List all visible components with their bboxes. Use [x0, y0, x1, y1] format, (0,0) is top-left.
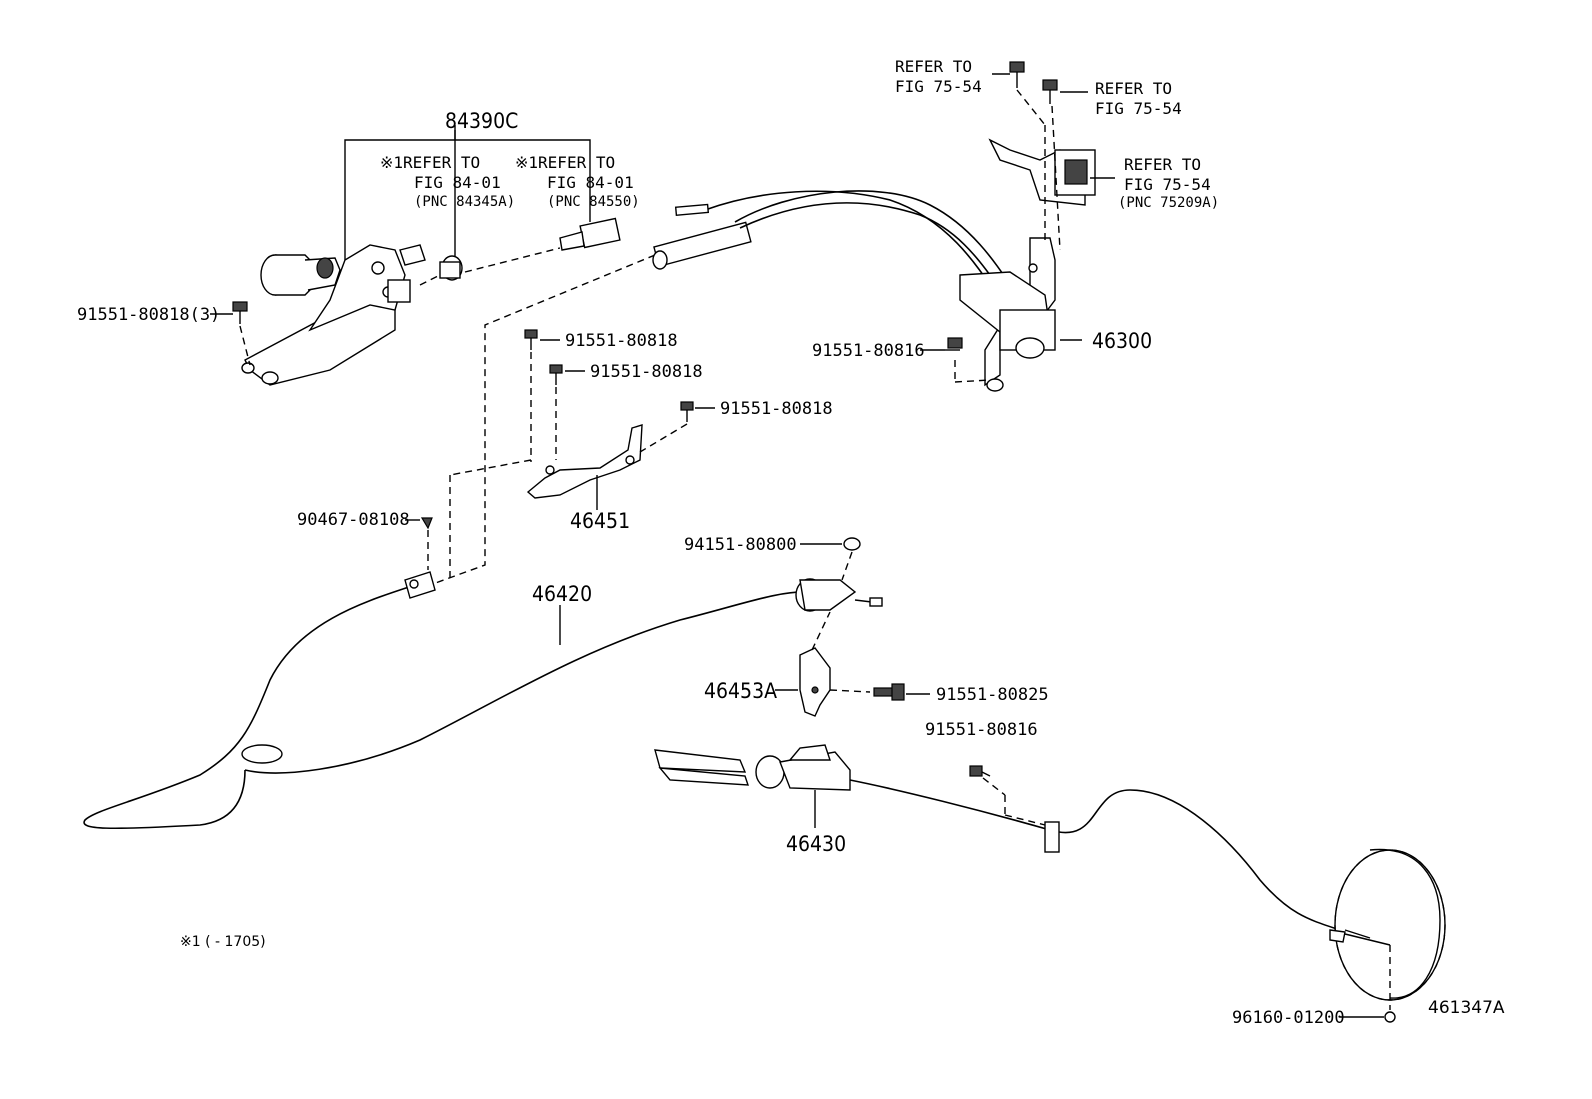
ref-84345a-line2: FIG 84-01	[414, 173, 501, 192]
label-91551-80818-b: 91551-80818	[590, 362, 703, 382]
bolt-91551-80818-3	[232, 301, 251, 366]
label-46453a: 46453A	[704, 679, 777, 703]
label-91551-80825: 91551-80825	[936, 685, 1049, 705]
label-94151-80800: 94151-80800	[684, 535, 797, 555]
label-91551-80818-c: 91551-80818	[720, 399, 833, 419]
ref-fig75-54-c-line3: (PNC 75209A)	[1118, 195, 1219, 211]
cable-46420-upper	[429, 190, 1016, 586]
label-91551-80818-3: 91551-80818(3)	[77, 305, 220, 325]
leader-lines	[210, 73, 1088, 409]
ref-fig75-54-c-line2: FIG 75-54	[1124, 175, 1211, 194]
label-46300: 46300	[1092, 329, 1152, 353]
label-91551-80816-a: 91551-80816	[812, 341, 925, 361]
nut-94151-80800	[800, 537, 861, 581]
label-46430: 46430	[786, 832, 846, 856]
label-91551-80816-b: 91551-80816	[925, 720, 1038, 740]
bracket-46453a	[775, 611, 930, 717]
brake-drum	[1329, 848, 1446, 1023]
switch-84345a	[419, 247, 561, 286]
figure-id: 461347A	[1428, 998, 1505, 1018]
ref-fig75-54-a-line2: FIG 75-54	[895, 77, 982, 96]
clip-90467-08108	[405, 517, 433, 570]
label-91551-80818-a: 91551-80818	[565, 331, 678, 351]
ref-fig75-54-a-line1: REFER TO	[895, 57, 972, 76]
labels: 84390C ※1REFER TO FIG 84-01 (PNC 84345A)…	[77, 57, 1505, 1028]
label-46451: 46451	[570, 509, 630, 533]
ref-84550-line2: FIG 84-01	[547, 173, 634, 192]
label-46420: 46420	[532, 582, 592, 606]
ref-84550-line3: (PNC 84550)	[547, 194, 640, 210]
switch-84550	[559, 155, 621, 251]
ref-fig75-54-c-line1: REFER TO	[1124, 155, 1201, 174]
cable-46420	[83, 571, 883, 830]
bracket-46451	[449, 329, 694, 578]
ref-fig75-54-b-line2: FIG 75-54	[1095, 99, 1182, 118]
label-96160-01200: 96160-01200	[1232, 1008, 1345, 1028]
footnote: ※1 ( - 1705)	[180, 934, 266, 950]
label-84390c: 84390C	[445, 109, 518, 133]
ref-84345a-line1: ※1REFER TO	[380, 153, 480, 172]
ref-84345a-line3: (PNC 84345A)	[414, 194, 515, 210]
cable-46430	[654, 744, 1341, 931]
parking-brake-pedal-assembly	[241, 125, 591, 386]
ref-84550-line1: ※1REFER TO	[515, 153, 615, 172]
label-90467-08108: 90467-08108	[297, 510, 410, 530]
ref-fig75-54-b-line1: REFER TO	[1095, 79, 1172, 98]
equalizer-46300	[945, 237, 1082, 392]
bracket-with-switch-75209a	[988, 61, 1115, 251]
